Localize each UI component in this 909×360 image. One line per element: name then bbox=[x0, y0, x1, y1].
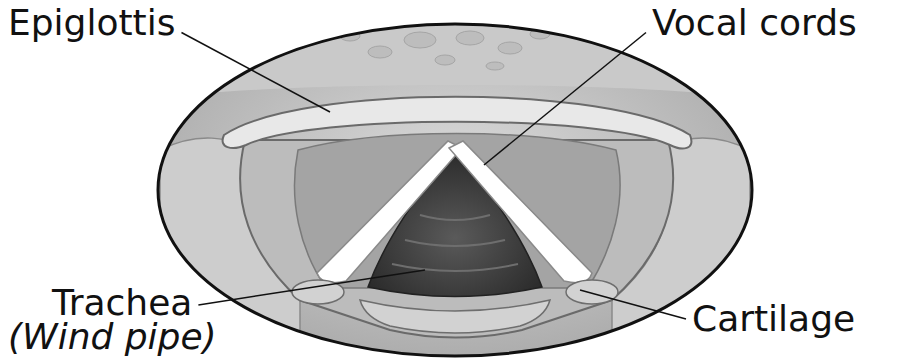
vocal-cord bbox=[449, 141, 592, 283]
epiglottis-shape bbox=[223, 97, 692, 149]
trachea-rings bbox=[392, 215, 518, 271]
tongue-texture bbox=[340, 29, 550, 70]
part-label: (Wind pipe) bbox=[8, 318, 217, 356]
part-label: Epiglottis bbox=[8, 4, 175, 42]
part-label: Cartilage bbox=[692, 300, 855, 338]
part-label: Vocal cords bbox=[652, 4, 857, 42]
leader-line bbox=[580, 290, 686, 319]
part-label: Trachea bbox=[52, 284, 192, 322]
view-outline bbox=[158, 24, 752, 356]
leader-line bbox=[484, 33, 646, 166]
vocal-cord bbox=[317, 141, 462, 283]
leader-line bbox=[198, 270, 425, 305]
cartilage-shape bbox=[292, 280, 618, 333]
leader-line bbox=[181, 33, 330, 113]
